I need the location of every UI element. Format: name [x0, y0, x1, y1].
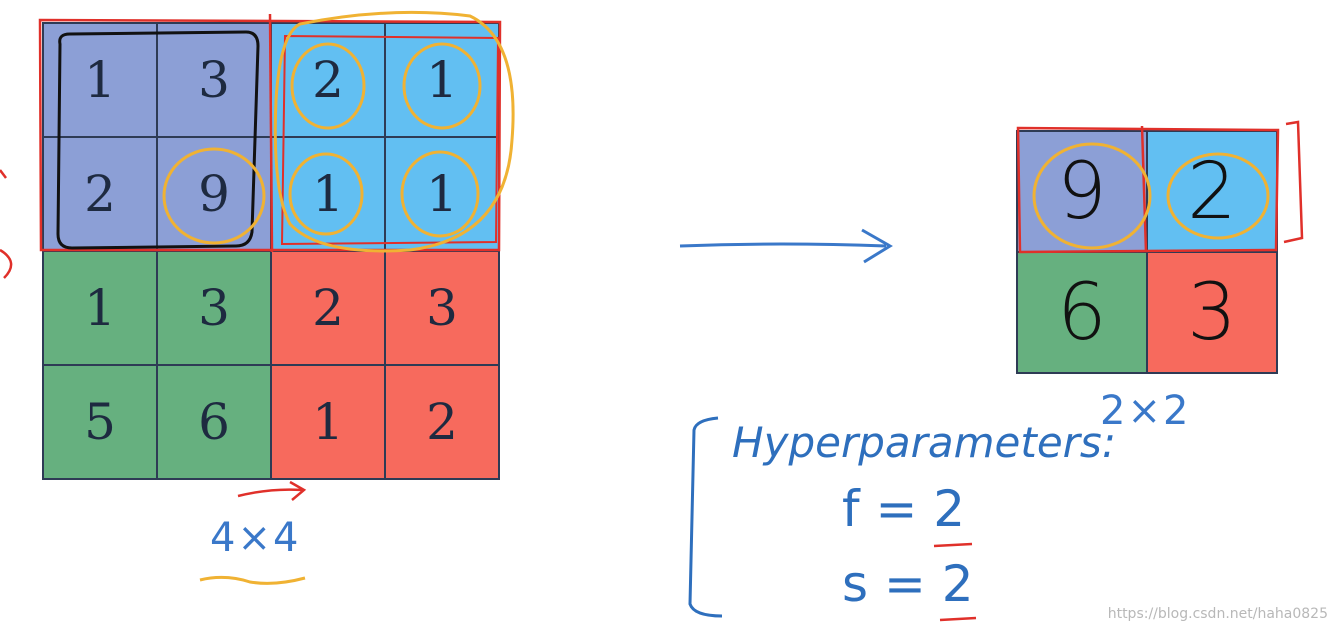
orange-circle — [1166, 152, 1270, 240]
red-edge-mark — [0, 169, 7, 179]
blue-bracket — [688, 416, 723, 618]
orange-circle — [402, 42, 482, 130]
input-cell: 3 — [157, 251, 271, 365]
blue-arrow — [679, 228, 893, 264]
orange-circle — [290, 42, 366, 130]
filter-size-equation: f = 2 — [842, 480, 966, 538]
orange-underline — [199, 575, 306, 585]
output-cell: 9 — [1017, 131, 1147, 252]
red-window-outline — [38, 18, 502, 252]
red-output-bracket — [1283, 120, 1304, 244]
input-cell: 2 — [43, 137, 157, 251]
red-window-divider — [268, 13, 274, 253]
input-cell: 2 — [385, 365, 499, 479]
input-cell: 1 — [385, 23, 499, 137]
input-cell: 3 — [157, 23, 271, 137]
input-cell: 3 — [385, 251, 499, 365]
input-size-label: 4×4 — [210, 515, 301, 561]
orange-loop — [273, 10, 515, 253]
output-size-label: 2×2 — [1100, 388, 1191, 434]
orange-circle — [1032, 142, 1152, 250]
watermark: https://blog.csdn.net/haha0825 — [1107, 606, 1328, 622]
hyperparameters-title: Hyperparameters: — [732, 418, 1116, 467]
red-stride-arrow — [237, 480, 307, 501]
input-cell: 2 — [271, 23, 385, 137]
output-cell: 3 — [1147, 252, 1277, 373]
orange-circle — [288, 152, 364, 236]
input-cell: 6 — [157, 365, 271, 479]
black-window-outline — [56, 30, 260, 250]
stride-equation: s = 2 — [842, 555, 974, 613]
red-underline — [933, 542, 973, 548]
input-cell: 5 — [43, 365, 157, 479]
red-underline — [939, 616, 977, 622]
orange-circle — [162, 147, 266, 245]
output-cell: 2 — [1147, 131, 1277, 252]
input-cell: 1 — [43, 251, 157, 365]
input-cell: 1 — [43, 23, 157, 137]
red-window-inner — [280, 34, 500, 246]
input-cell: 1 — [271, 365, 385, 479]
input-cell: 2 — [271, 251, 385, 365]
input-grid: 1 3 2 1 2 9 1 1 1 3 2 3 5 6 1 2 — [42, 22, 500, 480]
red-edge-mark — [0, 248, 13, 279]
red-output-outline — [1016, 126, 1280, 254]
red-output-divider — [1140, 125, 1148, 253]
orange-circle — [400, 150, 480, 238]
